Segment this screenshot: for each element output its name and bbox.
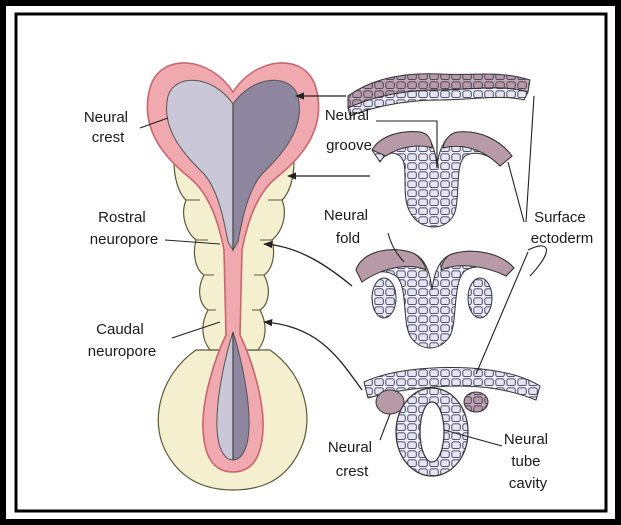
- neural-crest-cells: [376, 390, 404, 414]
- label-surface-ectoderm: Surface ectoderm: [531, 209, 594, 247]
- section-neural-groove: [372, 132, 512, 227]
- label-rostral-neuropore: Rostral neuropore: [90, 209, 158, 248]
- section-neural-fold: [356, 250, 514, 348]
- label-neural-tube-cavity: Neural tube cavity: [504, 431, 552, 492]
- label-neural-crest-bottom: Neural crest: [328, 439, 376, 480]
- label-neural-crest-top: Neural crest: [84, 109, 132, 146]
- neural-tube-lumen: [420, 402, 444, 462]
- section-neural-plate: [348, 74, 530, 116]
- label-neural-fold: Neural fold: [324, 207, 372, 247]
- label-caudal-neuropore: Caudal neuropore: [88, 321, 156, 360]
- arrow-section-3: [264, 244, 352, 286]
- embryo-dorsal-view: [147, 63, 318, 490]
- label-neural-groove: Neural groove: [325, 107, 373, 154]
